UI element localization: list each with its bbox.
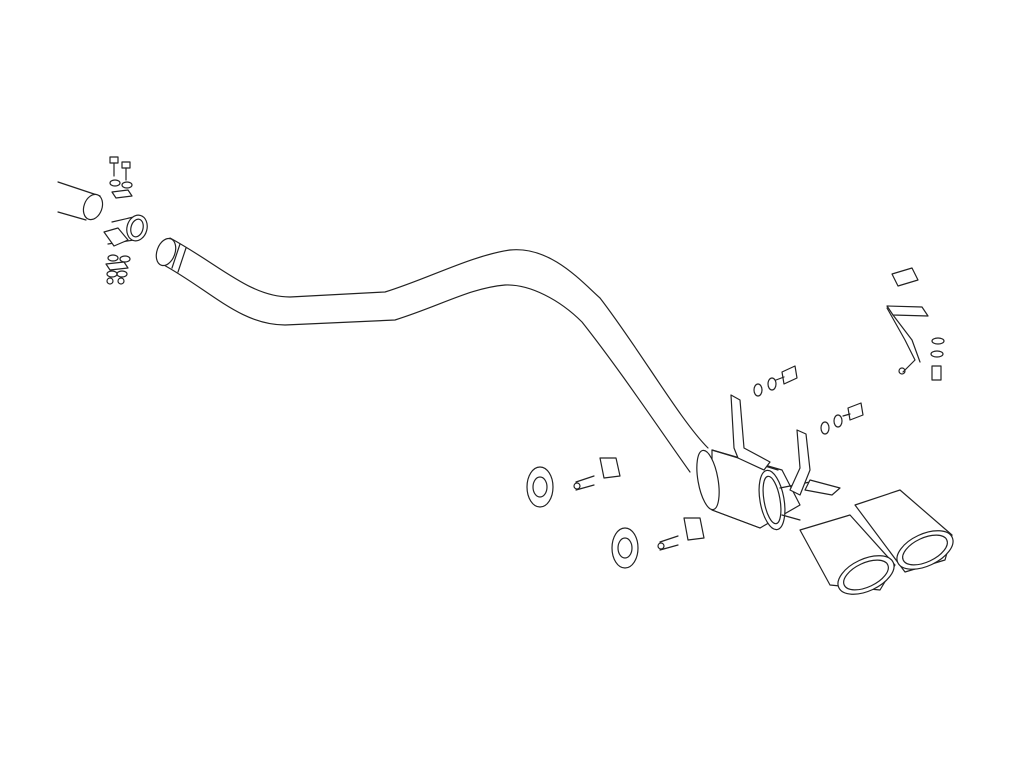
front-pipe-stub [57,181,104,221]
intermediate-pipe [155,237,709,473]
rubber-isolator-1 [526,457,621,508]
dual-exhaust-tips [799,489,954,595]
pipe-clamp [103,214,148,247]
rear-hanger-bracket [886,267,945,381]
bracket-bolts [753,365,864,435]
clamp-bolts [105,156,133,285]
muffler-brackets [730,394,841,496]
rear-muffler [696,449,811,531]
rubber-isolator-2 [611,517,705,569]
